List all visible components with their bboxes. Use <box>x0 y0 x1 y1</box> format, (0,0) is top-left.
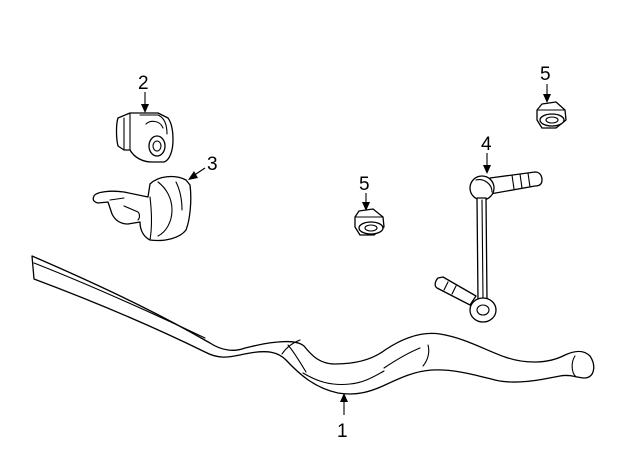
callout-5-right: 5 <box>540 64 551 103</box>
callout-4-label: 4 <box>481 134 492 155</box>
callout-4: 4 <box>481 134 492 174</box>
callout-1-label: 1 <box>337 421 348 442</box>
bushing[interactable] <box>115 112 174 163</box>
callout-2-label: 2 <box>138 73 149 94</box>
bracket[interactable] <box>92 175 192 242</box>
nut-right[interactable] <box>536 101 567 129</box>
callout-3: 3 <box>188 154 218 180</box>
callout-1: 1 <box>337 393 348 442</box>
callout-5-right-label: 5 <box>540 64 551 85</box>
callout-5-center: 5 <box>359 174 370 211</box>
callout-3-label: 3 <box>207 154 218 175</box>
callout-5-center-label: 5 <box>359 174 370 195</box>
stabilizer-link[interactable] <box>434 171 543 323</box>
callout-2: 2 <box>138 73 149 113</box>
stabilizer-bar[interactable] <box>31 255 595 395</box>
nut-center[interactable] <box>354 208 385 236</box>
